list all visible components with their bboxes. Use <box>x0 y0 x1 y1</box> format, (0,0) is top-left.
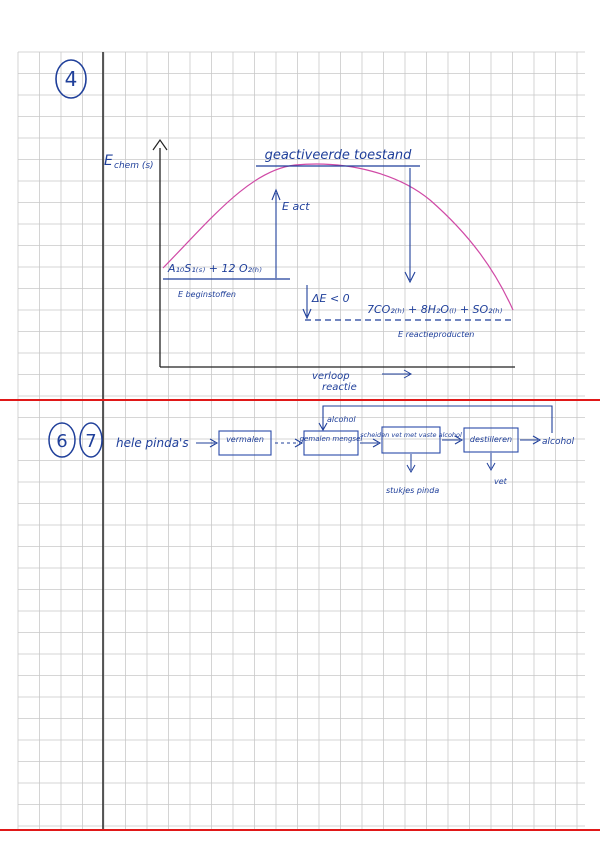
y-axis-label: E <box>104 153 113 169</box>
question-number-circle <box>55 59 87 99</box>
end-output: alcohol <box>542 437 575 447</box>
question-4: 4 E chem (s) geactiveerde toestand E act… <box>55 59 515 393</box>
side-arrowhead-2 <box>486 462 496 472</box>
reactants-formula: A₁₀S₁₍ₛ₎ + 12 O₂₍ₕ₎ <box>167 262 262 275</box>
recycle-label: alcohol <box>327 415 356 424</box>
question-number-circle-b <box>79 422 103 458</box>
delta-e-label: ΔE < 0 <box>311 292 350 305</box>
x-axis-direction-arrowhead <box>403 369 413 379</box>
step-label-2: gemalen mengsel <box>300 435 363 443</box>
question-number-a: 6 <box>56 431 67 452</box>
side-output-1: stukjes pinda <box>386 486 439 495</box>
products-formula: 7CO₂₍ₕ₎ + 8H₂O₍ₗ₎ + SO₂₍ₕ₎ <box>367 303 503 316</box>
eact-arrowhead <box>271 188 281 201</box>
step-box-1 <box>218 430 272 456</box>
recycle-loop <box>322 405 553 433</box>
start-material: hele pinda's <box>116 436 189 450</box>
step-box-4 <box>463 427 519 453</box>
question-number: 4 <box>65 67 78 91</box>
flow-arrowhead-3 <box>372 438 382 448</box>
side-output-2: vet <box>494 477 508 486</box>
step-label-1: vermalen <box>226 435 264 444</box>
recycle-arrowhead <box>318 422 328 432</box>
question-number-b: 7 <box>85 431 96 452</box>
flow-arrowhead-2 <box>294 438 304 448</box>
energy-curve <box>162 163 514 311</box>
question-number-circle-a <box>48 422 76 458</box>
product-energy-label: E reactieproducten <box>398 330 474 339</box>
step-label-3: scheiden vet met vaste alcohol <box>360 431 462 439</box>
step-box-2 <box>303 430 359 456</box>
reaction-arrowhead <box>404 271 416 284</box>
y-axis-sub: chem (s) <box>114 161 154 171</box>
question-6: 6 7 hele pinda's vermalen gemalen mengse… <box>48 405 575 495</box>
reactant-energy-label: E beginstoffen <box>178 290 236 299</box>
delta-arrowhead <box>302 308 312 320</box>
y-axis-arrow <box>152 138 168 151</box>
x-axis-label-1: verloop <box>312 371 350 382</box>
step-box-3 <box>381 426 441 454</box>
activated-state-label: geactiveerde toestand <box>265 148 413 163</box>
flow-arrowhead-1 <box>209 438 219 448</box>
x-axis-label-2: reactie <box>322 382 357 393</box>
eact-label: E act <box>282 200 310 213</box>
flow-arrowhead-5 <box>532 435 542 445</box>
step-label-4: destilleren <box>470 435 512 444</box>
side-arrowhead-1 <box>406 464 416 474</box>
flow-arrowhead-4 <box>454 435 464 445</box>
